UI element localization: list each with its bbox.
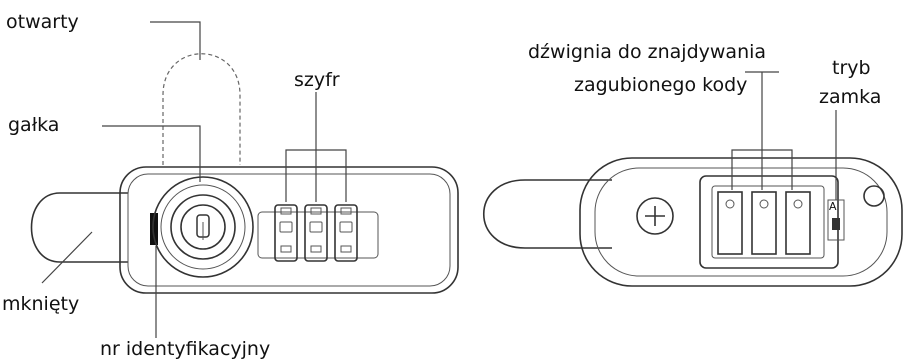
leader-closed <box>41 231 93 284</box>
label-lock-mode-line2: zamka <box>819 86 882 108</box>
combination-dials <box>257 204 379 262</box>
back-body-inner <box>594 167 888 277</box>
label-reset-lever-line2: zagubionego kody <box>574 74 748 96</box>
label-open: otwarty <box>6 11 79 33</box>
end-hole <box>863 185 885 207</box>
lock-body-inner <box>127 173 451 287</box>
back-body-outer <box>579 157 903 287</box>
dial-3 <box>334 204 358 262</box>
back-bar <box>482 179 612 249</box>
open-shackle-outline <box>162 53 241 165</box>
label-reset-lever-line1: dźwignia do znajdywania <box>528 41 767 63</box>
id-number-strip <box>150 213 158 245</box>
label-closed: mknięty <box>2 293 80 315</box>
leader-knob <box>102 125 201 182</box>
closed-bar <box>30 192 128 263</box>
dial-2 <box>304 204 328 262</box>
label-id-number: nr identyfikacyjny <box>100 338 271 360</box>
label-knob: gałka <box>8 114 60 136</box>
label-lock-mode-line1: tryb <box>832 57 871 79</box>
code-wheels <box>717 191 811 255</box>
dial-1 <box>274 204 298 262</box>
label-code: szyfr <box>294 69 340 91</box>
knob-mid <box>170 194 236 260</box>
screw <box>636 197 674 235</box>
key-cylinder <box>180 204 226 250</box>
knob-ring <box>160 184 246 270</box>
lock-body-outer <box>119 166 459 294</box>
mode-switch-letter: A <box>829 200 837 213</box>
leader-open <box>150 21 201 60</box>
knob-outer <box>152 176 254 278</box>
back-view <box>482 71 903 287</box>
front-view <box>30 21 459 338</box>
